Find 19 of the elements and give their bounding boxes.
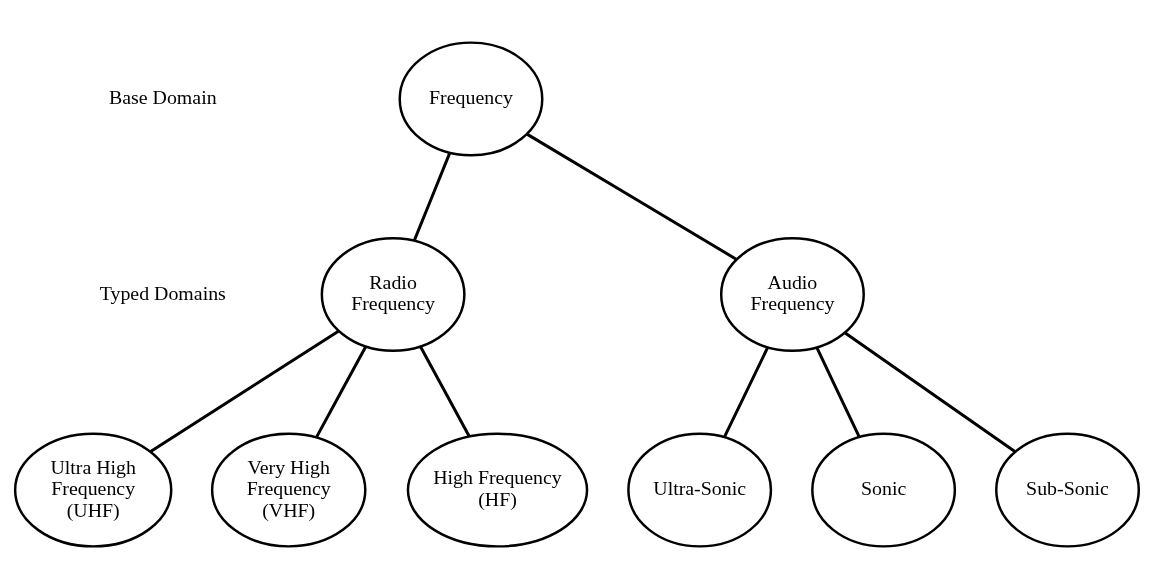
node-ellipse: Ultra High Frequency (UHF): [13, 431, 173, 548]
label: Typed Domains: [99, 281, 226, 304]
connector: [526, 132, 738, 261]
node-ellipse: Sonic: [811, 431, 957, 548]
node-ellipse: Sub-Sonic: [995, 431, 1141, 548]
node-ellipse: High Frequency (HF): [406, 431, 589, 548]
node-ellipse: Ultra-Sonic: [627, 431, 773, 548]
connector: [723, 346, 769, 437]
node-ellipse: Frequency: [398, 40, 544, 157]
node-ellipse: Audio Frequency: [719, 236, 865, 352]
connector: [315, 345, 367, 438]
node-ellipse: Very High Frequency (VHF): [210, 431, 367, 548]
connector: [844, 331, 1016, 453]
connector: [419, 345, 471, 437]
node-ellipse: Radio Frequency: [320, 236, 466, 352]
connector: [149, 329, 340, 453]
label: Base Domain: [108, 85, 217, 108]
connector: [815, 346, 861, 437]
connector: [412, 152, 452, 241]
